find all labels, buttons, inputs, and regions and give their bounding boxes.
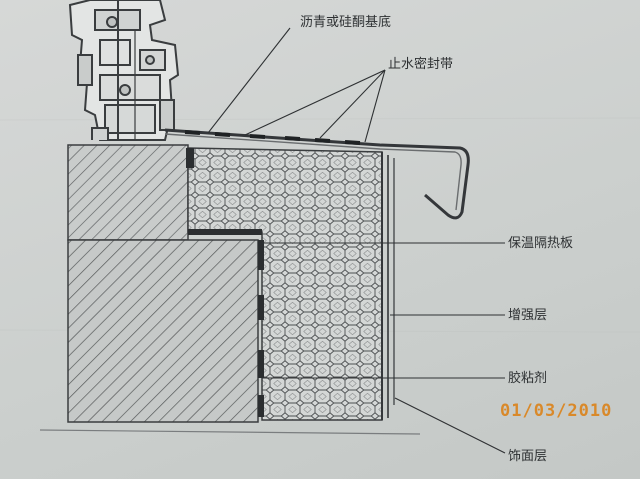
base-line — [39, 429, 421, 435]
label-asphalt-base: 沥青或硅酮基底 — [300, 14, 391, 30]
concrete-wall-upper — [67, 144, 189, 241]
sill-flashing — [164, 128, 470, 220]
reinforcement-and-finish-layers — [381, 152, 395, 420]
leader-lines — [207, 27, 506, 454]
label-insulation-board: 保温隔热板 — [508, 236, 573, 251]
concrete-wall-lower — [67, 239, 259, 423]
date-stamp: 01/03/2010 — [500, 401, 612, 421]
label-reinforcement-layer: 增强层 — [508, 308, 547, 323]
label-adhesive: 胶粘剂 — [508, 370, 547, 386]
label-seal-tape: 止水密封带 — [388, 56, 453, 72]
label-finish-layer: 饰面层 — [508, 449, 547, 464]
window-frame-profile — [68, 0, 180, 141]
adhesive-layer — [186, 148, 264, 417]
